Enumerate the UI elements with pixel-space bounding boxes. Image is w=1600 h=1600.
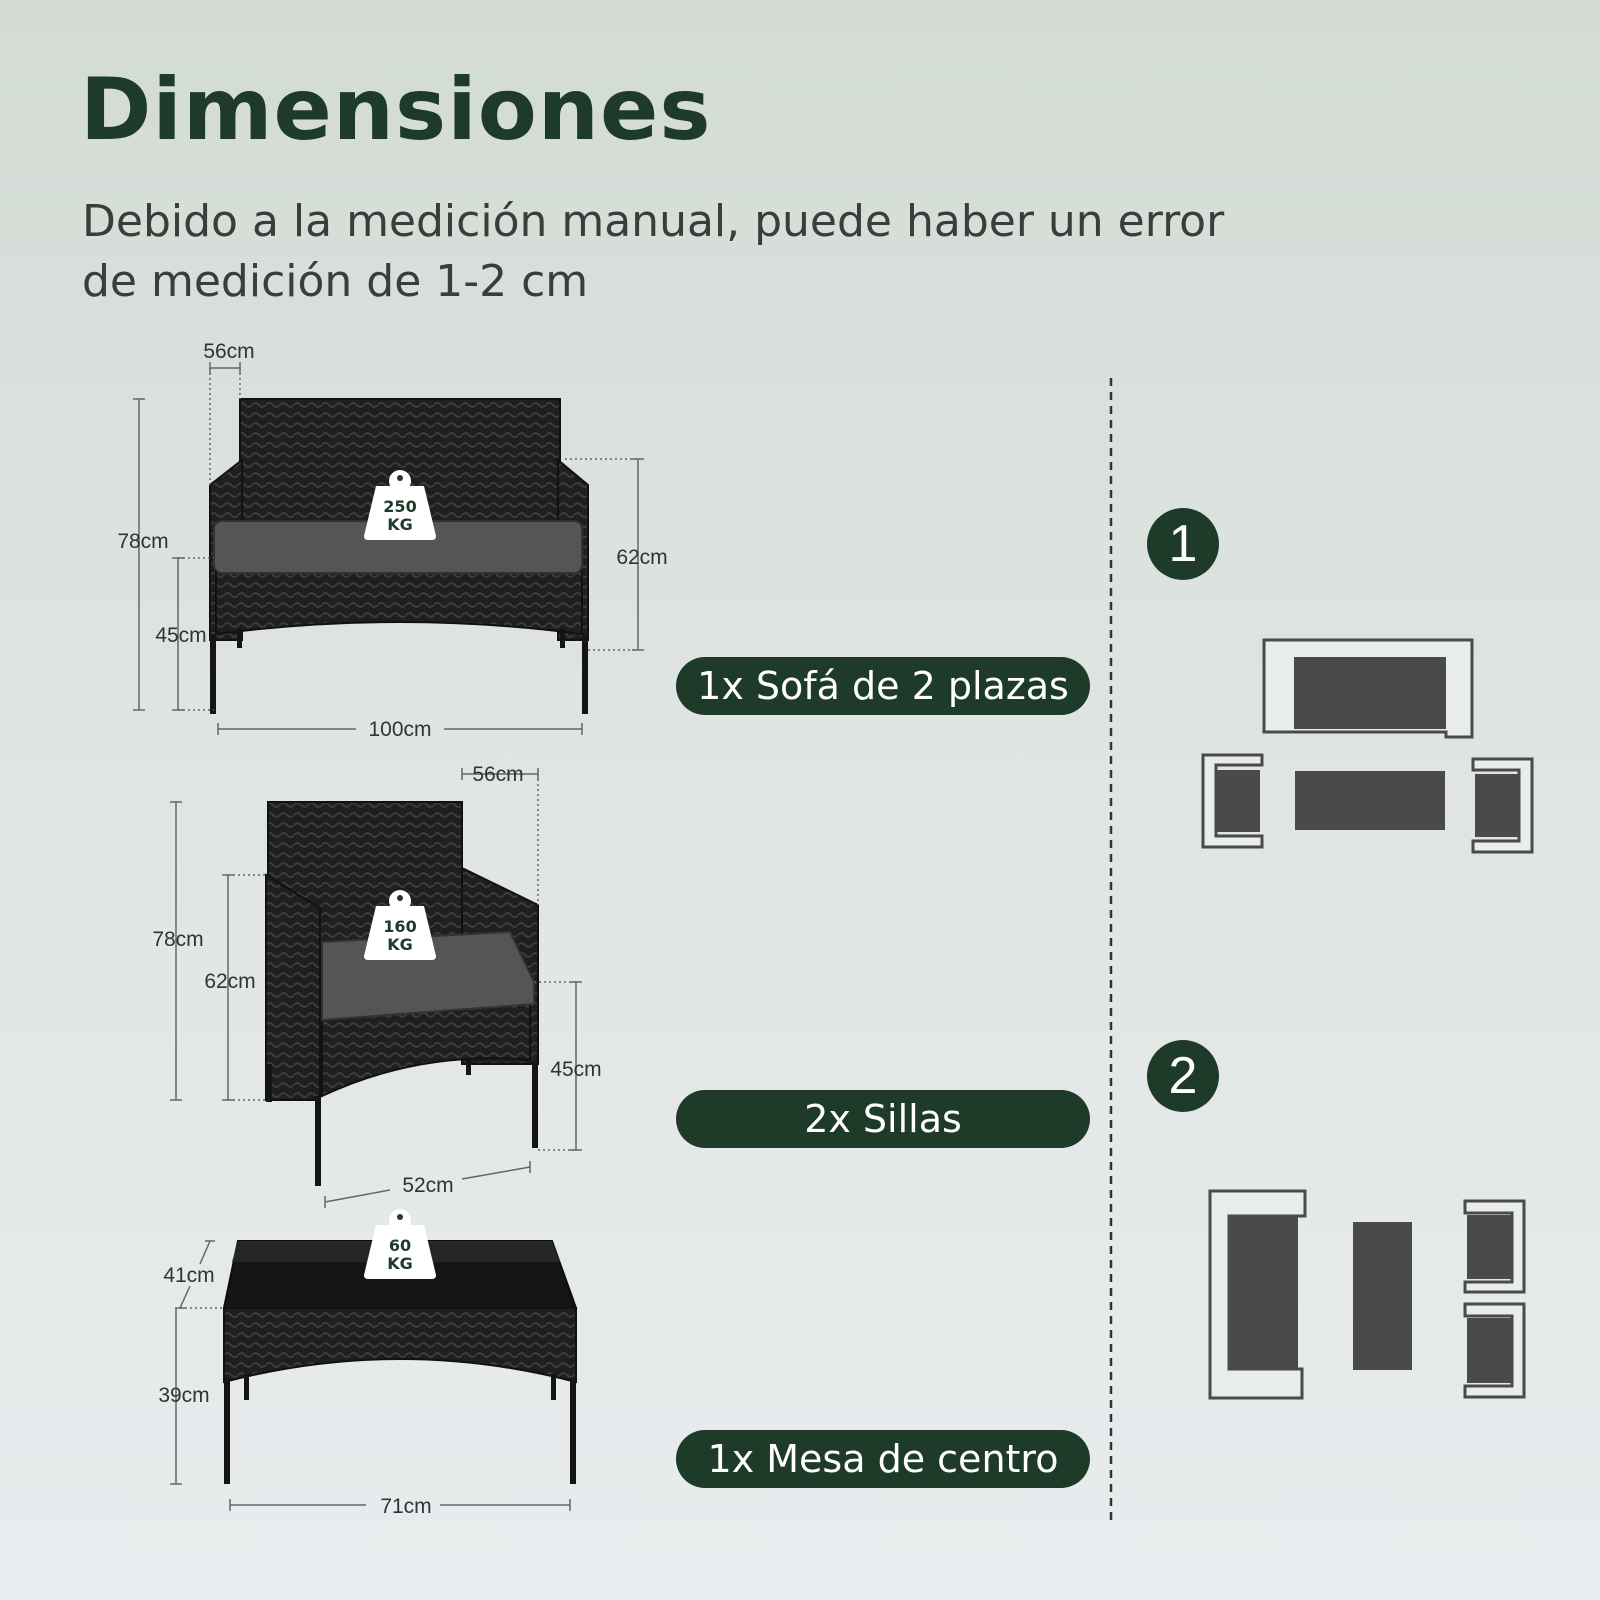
sofa-illustration [209,398,589,714]
chair-dim-height: 78cm [152,928,203,951]
label-sofa: 1x Sofá de 2 plazas [676,657,1090,715]
label-chairs: 2x Sillas [676,1090,1090,1148]
chair-dim-width: 52cm [402,1174,453,1197]
page-title: Dimensiones [80,60,712,160]
sofa-dim-depth: 56cm [203,340,254,363]
table-weight-value: 60 [389,1236,411,1255]
label-table: 1x Mesa de centro [676,1430,1090,1488]
table-dim-depth: 41cm [163,1264,214,1287]
layout-1-diagram [1201,638,1534,854]
chair-illustration [265,801,539,1186]
layout-2-diagram [1208,1189,1526,1400]
table-weight-unit: KG [387,1254,413,1273]
sofa-weight-unit: KG [387,515,413,534]
sofa-weight-icon: 250 KG [364,470,436,540]
chair-dim-depth: 56cm [472,763,523,786]
sofa-dim-arm-height: 62cm [616,546,667,569]
layout-1-number: 1 [1147,508,1219,580]
chair-dim-arm-height: 62cm [204,970,255,993]
table-dim-width: 71cm [380,1495,431,1518]
layout-2-number: 2 [1147,1040,1219,1112]
measurement-note: Debido a la medición manual, puede haber… [82,196,1225,307]
table-weight-icon: 60 KG [364,1209,436,1279]
sofa-dim-width: 100cm [368,718,431,741]
sofa-dim-height: 78cm [117,530,168,553]
chair-dim-seat-height: 45cm [550,1058,601,1081]
sofa-weight-value: 250 [383,497,416,516]
chair-weight-unit: KG [387,935,413,954]
chair-weight-icon: 160 KG [364,890,436,960]
table-dim-height: 39cm [158,1384,209,1407]
chair-weight-value: 160 [383,917,416,936]
sofa-dim-seat-height: 45cm [155,624,206,647]
